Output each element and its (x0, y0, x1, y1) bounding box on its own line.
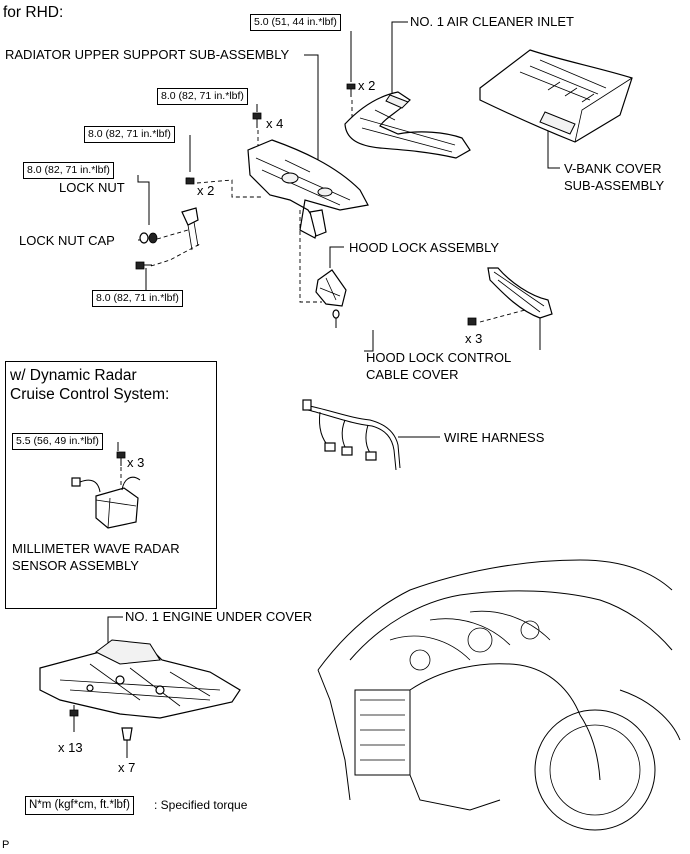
torque-lock-nut-box: 8.0 (82, 71 in.*lbf) (23, 162, 114, 179)
torque-lower-bolt-box: 8.0 (82, 71 in.*lbf) (92, 290, 183, 307)
lock-nut-label: LOCK NUT (59, 180, 125, 195)
vehicle-front-drawing (317, 559, 681, 831)
radar-sensor-label-1: MILLIMETER WAVE RADAR (12, 541, 180, 556)
upper-support-side-qty: x 2 (197, 183, 215, 198)
footer-code: P (2, 839, 10, 851)
radar-qty: x 3 (127, 455, 145, 470)
v-bank-cover-label-2: SUB-ASSEMBLY (564, 178, 665, 193)
wire-harness-label: WIRE HARNESS (444, 430, 545, 445)
radar-option-title-1: w/ Dynamic Radar (10, 367, 137, 384)
hood-lock-cable-cover-label-2: CABLE COVER (366, 367, 459, 382)
wire-harness-drawing (302, 399, 401, 471)
leader-lines (73, 21, 560, 758)
air-cleaner-inlet-drawing (344, 83, 471, 159)
v-bank-cover-label-1: V-BANK COVER (564, 161, 662, 176)
hood-lock-cable-cover-drawing (467, 267, 553, 326)
under-cover-qty-b: x 7 (118, 760, 136, 775)
air-cleaner-inlet-label: NO. 1 AIR CLEANER INLET (410, 14, 574, 29)
engine-under-cover-drawing (39, 639, 241, 741)
torque-air-cleaner-box: 5.0 (51, 44 in.*lbf) (250, 14, 341, 31)
upper-support-top-qty: x 4 (266, 116, 284, 131)
torque-radar-box: 5.5 (56, 49 in.*lbf) (12, 433, 103, 450)
radiator-upper-support-drawing (135, 112, 369, 270)
engine-under-cover-label: NO. 1 ENGINE UNDER COVER (125, 609, 313, 624)
lock-nut-cap-label: LOCK NUT CAP (19, 233, 115, 248)
legend-text: : Specified torque (154, 798, 248, 812)
cable-cover-qty: x 3 (465, 331, 483, 346)
torque-upper-support-x4-box: 8.0 (82, 71 in.*lbf) (157, 88, 248, 105)
under-cover-qty-a: x 13 (58, 740, 83, 755)
radar-option-title-2: Cruise Control System: (10, 386, 170, 403)
legend-torque-unit-box: N*m (kgf*cm, ft.*lbf) (25, 796, 134, 815)
radiator-support-label: RADIATOR UPPER SUPPORT SUB-ASSEMBLY (5, 47, 290, 62)
v-bank-cover-drawing (479, 49, 633, 143)
hood-lock-cable-cover-label-1: HOOD LOCK CONTROL (366, 350, 512, 365)
torque-upper-support-x2-box: 8.0 (82, 71 in.*lbf) (84, 126, 175, 143)
hood-lock-label: HOOD LOCK ASSEMBLY (349, 240, 500, 255)
radar-sensor-drawing (71, 451, 141, 529)
page-title: for RHD: (3, 4, 64, 21)
radar-sensor-label-2: SENSOR ASSEMBLY (12, 558, 139, 573)
radar-option-frame (5, 361, 217, 609)
hood-lock-drawing (315, 269, 347, 328)
air-cleaner-qty: x 2 (358, 78, 376, 93)
assembly-lines (120, 100, 526, 488)
